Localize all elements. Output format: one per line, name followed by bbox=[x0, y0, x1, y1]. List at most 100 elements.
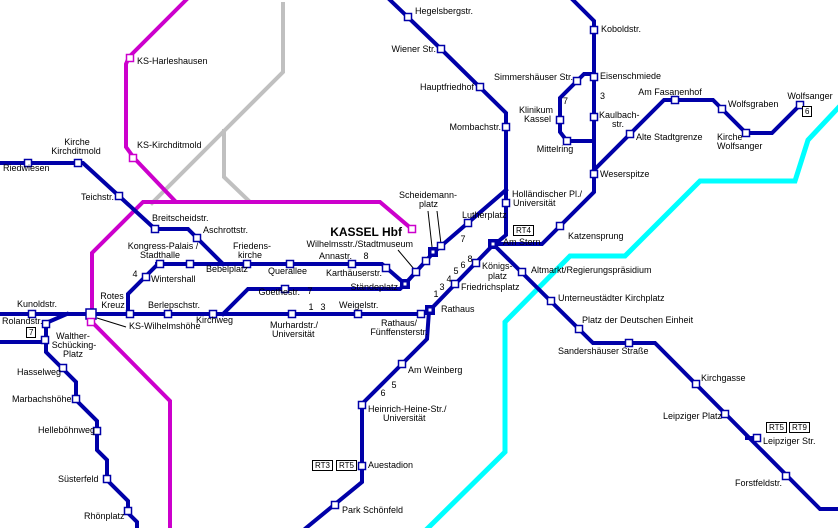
station-label-murhardstr-60: Murhardstr./ bbox=[270, 320, 319, 330]
station-ks-wilhelmshoehe[interactable] bbox=[85, 308, 97, 320]
station-teichstr[interactable] bbox=[114, 191, 124, 201]
station-wolfsgraben[interactable] bbox=[717, 104, 727, 114]
station-wolfsanger[interactable] bbox=[795, 100, 805, 110]
station-label-str-16: str. bbox=[612, 119, 625, 129]
station-label-weigelstr-59: Weigelstr. bbox=[339, 300, 379, 310]
station-park-schoenfeld[interactable] bbox=[330, 500, 340, 510]
station-friedrichsplatz[interactable] bbox=[450, 279, 460, 289]
label-callout-0 bbox=[397, 249, 415, 270]
station-murhardstr-universitaet[interactable] bbox=[287, 309, 297, 319]
route-badge-rt4-0: RT4 bbox=[513, 225, 534, 236]
station-label-kreuz-74: Kreuz bbox=[101, 300, 125, 310]
route-badge-7-5: 7 bbox=[26, 327, 37, 338]
station-rathaus-fuenffensterstr[interactable] bbox=[416, 309, 426, 319]
station-label-rotes-73: Rotes bbox=[100, 291, 124, 301]
station-am-fasanenhof[interactable] bbox=[670, 95, 680, 105]
station-rolandstr[interactable] bbox=[41, 319, 51, 329]
station-ks-kirchditmold[interactable] bbox=[128, 153, 138, 163]
station-hasselweg[interactable] bbox=[58, 363, 68, 373]
station-riedwiesen[interactable] bbox=[23, 158, 33, 168]
station-walther-schuecking-platz[interactable] bbox=[40, 335, 50, 345]
station-koenigsplatz[interactable] bbox=[471, 258, 481, 268]
station-kirchgasse[interactable] bbox=[691, 379, 701, 389]
station-goethestr[interactable] bbox=[280, 284, 290, 294]
station-forstfeldstr[interactable] bbox=[781, 471, 791, 481]
station-label-mittelring-19: Mittelring bbox=[536, 144, 574, 154]
station-kaulbachstr[interactable] bbox=[589, 112, 599, 122]
station-koboldstr[interactable] bbox=[589, 25, 599, 35]
station-label-3-13: 3 bbox=[600, 91, 606, 101]
station-simmershaeuser-str[interactable] bbox=[572, 76, 582, 86]
station-label-4-71: 4 bbox=[132, 269, 138, 279]
station-label-universit-t-29: Universität bbox=[513, 198, 556, 208]
station-label-kaulbach-15: Kaulbach- bbox=[599, 110, 640, 120]
station-aschrottstr[interactable] bbox=[192, 233, 202, 243]
station-rhoenplatz[interactable] bbox=[123, 506, 133, 516]
station-am-weinberg[interactable] bbox=[397, 359, 407, 369]
station-kirche-kirchditmold[interactable] bbox=[73, 158, 83, 168]
station-berlepschstr[interactable] bbox=[163, 309, 173, 319]
station-leipziger-platz[interactable] bbox=[720, 409, 730, 419]
station-sandershaeuser-strasse[interactable] bbox=[624, 338, 634, 348]
station-annastr[interactable] bbox=[347, 259, 357, 269]
station-label-unterneust-dter-kirchplatz-93: Unterneustädter Kirchplatz bbox=[558, 293, 665, 303]
station-hollaendischer-pl-universitaet[interactable] bbox=[501, 198, 511, 208]
station-alte-stadtgrenze[interactable] bbox=[625, 129, 635, 139]
station-label-4-44: 4 bbox=[446, 274, 452, 284]
station-wintershall[interactable] bbox=[141, 272, 151, 282]
line-rail-gray bbox=[149, 2, 285, 206]
station-querallee[interactable] bbox=[285, 259, 295, 269]
station-label-stadthalle-67: Stadthalle bbox=[139, 250, 181, 260]
station-label-helleb-hnweg-83: Helleböhnweg bbox=[38, 425, 96, 435]
station-marbachshoehe[interactable] bbox=[71, 394, 81, 404]
station-altmarkt-regierungspraesidium[interactable] bbox=[517, 267, 527, 277]
station-heinrich-heine-str-universitaet[interactable] bbox=[357, 400, 367, 410]
station-label-rolandstr-77: Rolandstr. bbox=[2, 316, 43, 326]
station-scheidemannplatz-a[interactable] bbox=[421, 256, 431, 266]
station-hauptfriedhof[interactable] bbox=[475, 82, 485, 92]
station-unterneustaedter-kirchplatz[interactable] bbox=[546, 296, 556, 306]
station-kassel-hbf-regiotram[interactable] bbox=[407, 224, 417, 234]
station-kirchweg[interactable] bbox=[208, 309, 218, 319]
station-friedenskirche[interactable] bbox=[242, 259, 252, 269]
route-badge-6-6: 6 bbox=[802, 106, 813, 117]
station-label-5-87: 5 bbox=[391, 380, 397, 390]
station-mombachstr[interactable] bbox=[501, 122, 511, 132]
station-kirche-wolfsanger[interactable] bbox=[741, 128, 751, 138]
station-rotes-kreuz[interactable] bbox=[125, 309, 135, 319]
station-label-riedwiesen-3: Riedwiesen bbox=[3, 163, 50, 173]
station-weigelstr[interactable] bbox=[353, 309, 363, 319]
label-callout-2 bbox=[436, 210, 442, 245]
station-kunoldstr[interactable] bbox=[27, 309, 37, 319]
station-katzensprung[interactable] bbox=[555, 221, 565, 231]
station-lutherplatz[interactable] bbox=[463, 218, 473, 228]
station-label-8-41: 8 bbox=[467, 254, 473, 264]
station-ks-harleshausen[interactable] bbox=[125, 53, 135, 63]
station-wilhelmsstr-stadtmuseum[interactable] bbox=[411, 267, 421, 277]
station-label-universit-t-90: Universität bbox=[383, 413, 426, 423]
station-klinikum-kassel[interactable] bbox=[555, 115, 565, 125]
station-hegelsbergstr[interactable] bbox=[403, 12, 413, 22]
station-hellebo-ehnweg[interactable] bbox=[92, 426, 102, 436]
station-eisenschmiede[interactable] bbox=[589, 72, 599, 82]
station-weserspitze[interactable] bbox=[589, 169, 599, 179]
station-leipziger-str[interactable] bbox=[752, 433, 762, 443]
station-kongress-palais-stadthalle[interactable] bbox=[155, 259, 165, 269]
station-wiener-str[interactable] bbox=[436, 44, 446, 54]
station-label-st-ndeplatz-50: Ständeplatz bbox=[350, 282, 398, 292]
station-center-kassel-hbf-hub bbox=[431, 250, 435, 254]
station-suesterfeld[interactable] bbox=[102, 474, 112, 484]
station-ks-wilhelmshoehe-regiotram[interactable] bbox=[86, 317, 96, 327]
station-mittelring[interactable] bbox=[562, 136, 572, 146]
line-vellmar-line bbox=[387, 0, 508, 248]
station-scheidemannplatz-b[interactable] bbox=[436, 241, 446, 251]
station-platz-der-deutschen-einheit[interactable] bbox=[574, 324, 584, 334]
station-bebelplatz[interactable] bbox=[185, 259, 195, 269]
station-label-kirche-1: Kirche bbox=[64, 137, 90, 147]
station-breitscheidstr[interactable] bbox=[150, 224, 160, 234]
line-regiotram-harleshausen bbox=[124, 0, 416, 233]
station-karthaeuserstr[interactable] bbox=[381, 263, 391, 273]
station-label-am-fasanenhof-21: Am Fasanenhof bbox=[638, 87, 702, 97]
station-auestadion[interactable] bbox=[357, 461, 367, 471]
station-label-platz-31: platz bbox=[418, 199, 438, 209]
